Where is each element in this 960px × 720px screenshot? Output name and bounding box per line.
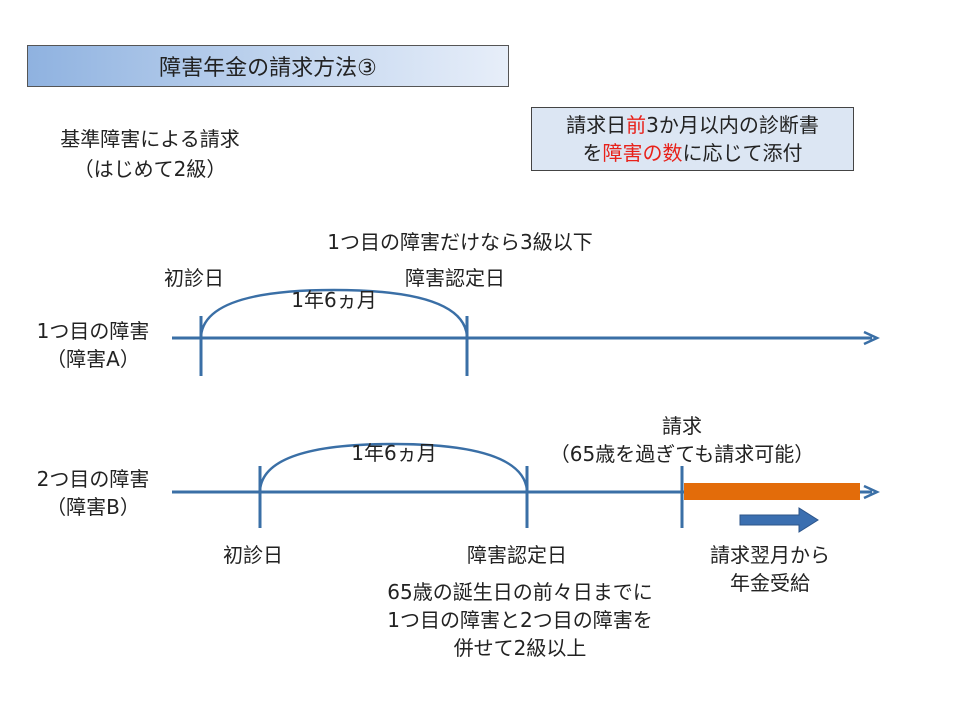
claim-label-line: （65歳を過ぎても請求可能） bbox=[549, 442, 815, 466]
timeline-2-row-label: 2つ目の障害 （障害B） bbox=[18, 466, 168, 520]
timeline-2-span-arc bbox=[258, 442, 529, 491]
receive-label-line: 請求翌月から bbox=[710, 543, 830, 567]
timeline-1-span-label: 1年6ヵ月 bbox=[291, 288, 377, 312]
timeline-1-heading: 1つ目の障害だけなら3級以下 bbox=[327, 230, 593, 254]
receive-label-line: 年金受給 bbox=[730, 571, 810, 595]
section-label: 基準障害による請求 （はじめて2級） bbox=[40, 126, 260, 182]
timeline-1-end-label: 障害認定日 bbox=[405, 266, 505, 290]
receive-label: 請求翌月から 年金受給 bbox=[690, 542, 850, 596]
timeline-2-start-label: 初診日 bbox=[223, 543, 283, 567]
claim-label: 請求 （65歳を過ぎても請求可能） bbox=[522, 413, 842, 467]
timeline-1-arrowhead bbox=[863, 330, 880, 346]
note-highlight: 前 bbox=[626, 113, 647, 137]
section-label-line: 基準障害による請求 bbox=[60, 127, 240, 151]
note-line-1: 請求日前3か月以内の診断書 bbox=[566, 111, 819, 139]
row-label-line: 1つ目の障害 bbox=[36, 319, 150, 343]
claim-label-line: 請求 bbox=[662, 414, 702, 438]
timeline-2-end-label: 障害認定日 bbox=[467, 543, 567, 567]
row-label-line: 2つ目の障害 bbox=[36, 467, 150, 491]
row-label-line: （障害A） bbox=[46, 347, 140, 371]
note-text: に応じて添付 bbox=[682, 141, 803, 165]
right-arrow-icon bbox=[739, 507, 819, 533]
timeline-1-span-arc bbox=[199, 288, 469, 337]
note-text: 3か月以内の診断書 bbox=[646, 113, 819, 137]
timeline-2-span-label: 1年6ヵ月 bbox=[351, 441, 437, 465]
note-box: 請求日前3か月以内の診断書 を障害の数に応じて添付 bbox=[531, 107, 854, 171]
note-text: を bbox=[582, 141, 603, 165]
timeline-1-start-label: 初診日 bbox=[164, 266, 224, 290]
timeline-2-arrowhead bbox=[863, 484, 880, 500]
timeline-1-row-label: 1つ目の障害 （障害A） bbox=[18, 318, 168, 372]
pension-period-bar bbox=[684, 483, 860, 500]
section-label-line: （はじめて2級） bbox=[73, 157, 227, 181]
note-line-2: を障害の数に応じて添付 bbox=[583, 139, 803, 167]
note-text: 請求日 bbox=[566, 113, 627, 137]
condition-line: 1つ目の障害と2つ目の障害を bbox=[387, 608, 653, 632]
condition-text: 65歳の誕生日の前々日までに 1つ目の障害と2つ目の障害を 併せて2級以上 bbox=[340, 578, 700, 662]
condition-line: 65歳の誕生日の前々日までに bbox=[387, 580, 653, 604]
condition-line: 併せて2級以上 bbox=[453, 636, 587, 660]
row-label-line: （障害B） bbox=[46, 495, 140, 519]
note-highlight: 障害の数 bbox=[602, 141, 683, 165]
page-title: 障害年金の請求方法③ bbox=[27, 45, 509, 87]
